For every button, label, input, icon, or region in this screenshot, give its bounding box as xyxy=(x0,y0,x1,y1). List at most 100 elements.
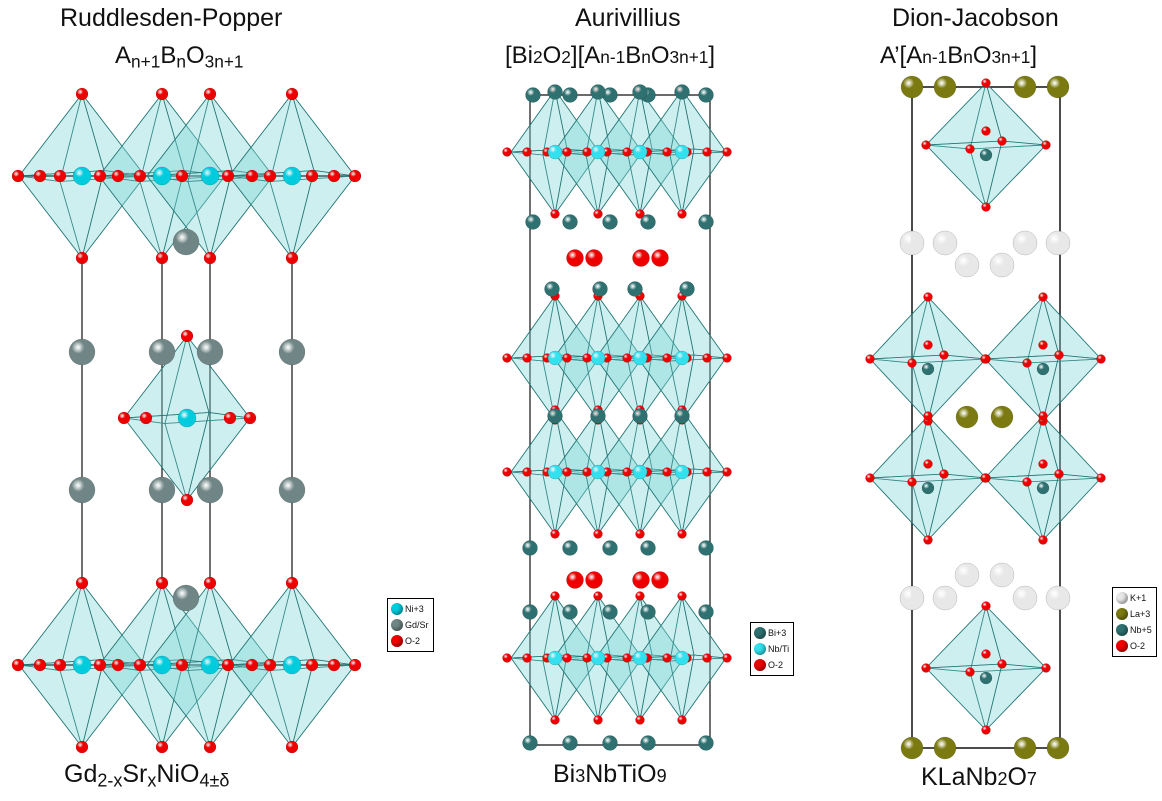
legend-label: Nb/Ti xyxy=(768,643,790,654)
oxygen-atom xyxy=(1022,477,1032,487)
oxygen-atom xyxy=(175,169,189,183)
la-atom xyxy=(1013,75,1037,99)
la-atom xyxy=(933,75,957,99)
legend-swatch xyxy=(754,659,766,671)
formula-part: Gd xyxy=(64,760,98,788)
oxygen-atom xyxy=(722,653,732,663)
oxygen-atom xyxy=(939,469,949,479)
perovskite-octahedron xyxy=(595,594,685,722)
legend-swatch xyxy=(391,619,403,631)
oxygen-atom xyxy=(285,87,299,101)
formula-part: n+1 xyxy=(131,51,161,72)
oxygen-atom xyxy=(865,354,875,364)
octahedron-face xyxy=(146,170,233,259)
bi-atom xyxy=(679,281,695,297)
gd-sr-atom xyxy=(196,338,224,366)
formula-part: 3n+1 xyxy=(204,51,244,72)
nb-ti-atom xyxy=(632,144,648,160)
oxygen-atom xyxy=(582,467,592,477)
ni-atom xyxy=(152,655,172,675)
perovskite-octahedron xyxy=(637,294,727,422)
bi-atom xyxy=(640,540,656,556)
formula-part: n xyxy=(641,47,651,67)
oxygen-atom xyxy=(981,725,991,735)
oxygen-atom xyxy=(263,658,277,672)
rp-compound-label: Gd2-xSrxNiO4±δ xyxy=(64,760,229,792)
perovskite-octahedron xyxy=(553,88,643,216)
nbo6-octahedron xyxy=(868,295,988,423)
formula-part: 3n+1 xyxy=(991,47,1031,67)
oxygen-atom xyxy=(562,653,572,663)
oxygen-atom xyxy=(562,467,572,477)
oxygen-atom xyxy=(997,136,1007,146)
oxygen-atom xyxy=(981,649,991,659)
oxygen-atom xyxy=(702,467,712,477)
oxygen-atom xyxy=(651,571,669,589)
oxygen-atom xyxy=(632,571,650,589)
oxygen-atom xyxy=(1054,469,1064,479)
oxygen-atom xyxy=(635,715,645,725)
bi-atom xyxy=(590,84,606,100)
k-atom xyxy=(954,562,980,588)
ni-atom xyxy=(200,655,220,675)
nbo6-octahedron xyxy=(868,414,988,542)
legend-swatch xyxy=(754,627,766,639)
oxygen-atom xyxy=(722,467,732,477)
oxygen-atom xyxy=(139,411,153,425)
la-atom xyxy=(990,405,1014,429)
oxygen-atom xyxy=(285,740,299,754)
bi-atom xyxy=(562,214,578,230)
bi-atom xyxy=(522,540,538,556)
oxygen-atom xyxy=(923,535,933,545)
bi-atom xyxy=(522,604,538,620)
nb-ti-atom xyxy=(632,464,648,480)
oxygen-atom xyxy=(677,591,687,601)
oxygen-atom xyxy=(117,411,131,425)
bi-atom xyxy=(602,735,618,751)
nio6-octahedron xyxy=(18,582,146,748)
oxygen-atom xyxy=(582,353,592,363)
bi-atom xyxy=(562,540,578,556)
formula-part: x xyxy=(147,770,157,791)
nbo6-octahedron xyxy=(924,81,1048,209)
oxygen-atom xyxy=(1038,535,1048,545)
legend-label: O-2 xyxy=(768,659,784,670)
formula-part: A xyxy=(115,42,132,69)
oxygen-atom xyxy=(865,473,875,483)
legend-entry: O-2 xyxy=(391,633,429,649)
nb-ti-atom xyxy=(547,144,563,160)
oxygen-atom xyxy=(981,202,991,212)
oxygen-atom xyxy=(622,147,632,157)
oxygen-atom xyxy=(111,169,125,183)
legend-label: Ni+3 xyxy=(405,603,424,614)
octahedron-face xyxy=(553,354,611,422)
oxygen-atom xyxy=(53,169,67,183)
formula-part: n-1 xyxy=(922,47,948,67)
oxygen-atom xyxy=(635,209,645,219)
nio6-octahedron xyxy=(228,582,356,748)
nb-ti-atom xyxy=(674,144,690,160)
oxygen-atom xyxy=(981,78,991,88)
oxygen-atom xyxy=(203,87,217,101)
oxygen-atom xyxy=(593,591,603,601)
oxygen-atom xyxy=(245,169,259,183)
oxygen-atom xyxy=(155,251,169,265)
ni-atom xyxy=(282,655,302,675)
oxygen-atom xyxy=(593,529,603,539)
oxygen-atom xyxy=(550,209,560,219)
legend-entry: K+1 xyxy=(1116,590,1152,606)
perovskite-octahedron xyxy=(510,408,600,536)
oxygen-atom xyxy=(562,147,572,157)
oxygen-atom xyxy=(1038,411,1048,421)
dj-general-formula: A’[An-1BnO3n+1] xyxy=(880,42,1037,70)
formula-part: O xyxy=(542,42,562,69)
bi-atom xyxy=(562,87,578,103)
bi-atom xyxy=(640,735,656,751)
bi-atom xyxy=(602,540,618,556)
octahedron-face xyxy=(553,148,611,216)
k-atom xyxy=(932,230,958,256)
oxygen-atom xyxy=(133,658,147,672)
oxygen-atom xyxy=(622,353,632,363)
oxygen-atom xyxy=(245,658,259,672)
octahedron-face xyxy=(146,659,233,748)
